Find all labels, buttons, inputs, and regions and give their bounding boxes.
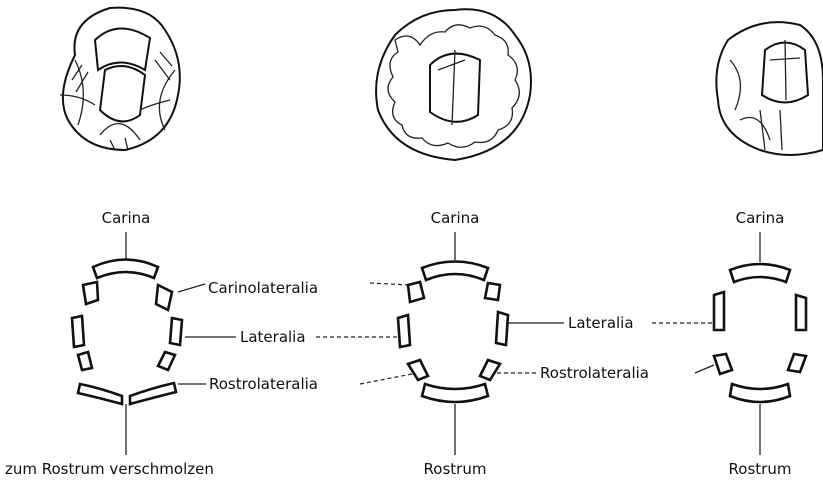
carina-plate-right — [730, 264, 790, 282]
shell-drawing-right — [716, 22, 823, 155]
label-rostrolateralia-right: Rostrolateralia — [540, 364, 649, 382]
shell-drawing-middle — [376, 9, 531, 160]
label-carina-right: Carina — [736, 209, 785, 227]
label-lateralia-right: Lateralia — [568, 314, 634, 332]
plate-schematic-middle — [398, 232, 508, 455]
label-rostrolateralia-left: Rostrolateralia — [209, 375, 318, 393]
rostrum-plate-right — [730, 384, 790, 402]
label-lateralia-left: Lateralia — [240, 328, 306, 346]
plate-schematic-right — [714, 232, 806, 455]
label-carinolateralia: Carinolateralia — [208, 279, 318, 297]
label-carina-left: Carina — [102, 209, 151, 227]
carina-plate-left — [93, 260, 158, 279]
carina-plate-middle — [422, 262, 488, 281]
rostrum-plate-middle — [422, 384, 488, 402]
shell-drawing-left — [60, 8, 180, 150]
label-rostrum-right: Rostrum — [729, 460, 792, 478]
label-carina-middle: Carina — [431, 209, 480, 227]
label-rostrum-middle: Rostrum — [424, 460, 487, 478]
plate-schematic-left — [72, 232, 182, 455]
label-rostrum-fused: zum Rostrum verschmolzen — [5, 460, 214, 478]
